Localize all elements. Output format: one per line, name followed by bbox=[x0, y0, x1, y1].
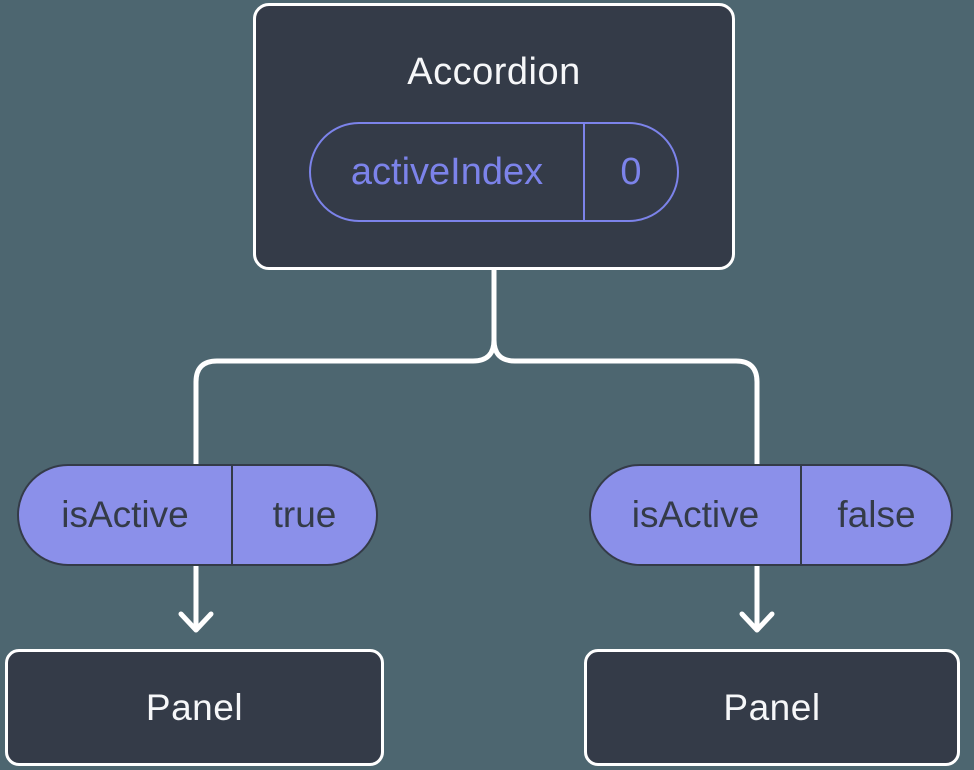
connector-right-branch bbox=[491, 265, 760, 630]
arrowhead-right-icon bbox=[739, 611, 775, 633]
prop-value-label: false bbox=[800, 466, 951, 564]
panel-node-right: Panel bbox=[584, 649, 960, 766]
connector-left-branch bbox=[193, 265, 497, 630]
state-pill-activeindex: activeIndex 0 bbox=[309, 122, 679, 222]
prop-name-label: isActive bbox=[61, 494, 189, 535]
accordion-node: Accordion activeIndex 0 bbox=[253, 3, 735, 270]
prop-name-label: isActive bbox=[631, 494, 760, 535]
panel-node-title: Panel bbox=[145, 686, 244, 728]
state-value-label: 0 bbox=[583, 124, 677, 220]
prop-value-label: true bbox=[231, 466, 376, 564]
prop-pill-isactive-false: isActive false bbox=[589, 464, 953, 566]
panel-node-title: Panel bbox=[723, 686, 821, 728]
arrowhead-left-icon bbox=[178, 611, 214, 633]
state-name-label: activeIndex bbox=[350, 150, 544, 193]
prop-pill-isactive-true: isActive true bbox=[17, 464, 378, 566]
panel-node-left: Panel bbox=[5, 649, 384, 766]
accordion-node-title: Accordion bbox=[407, 51, 581, 93]
